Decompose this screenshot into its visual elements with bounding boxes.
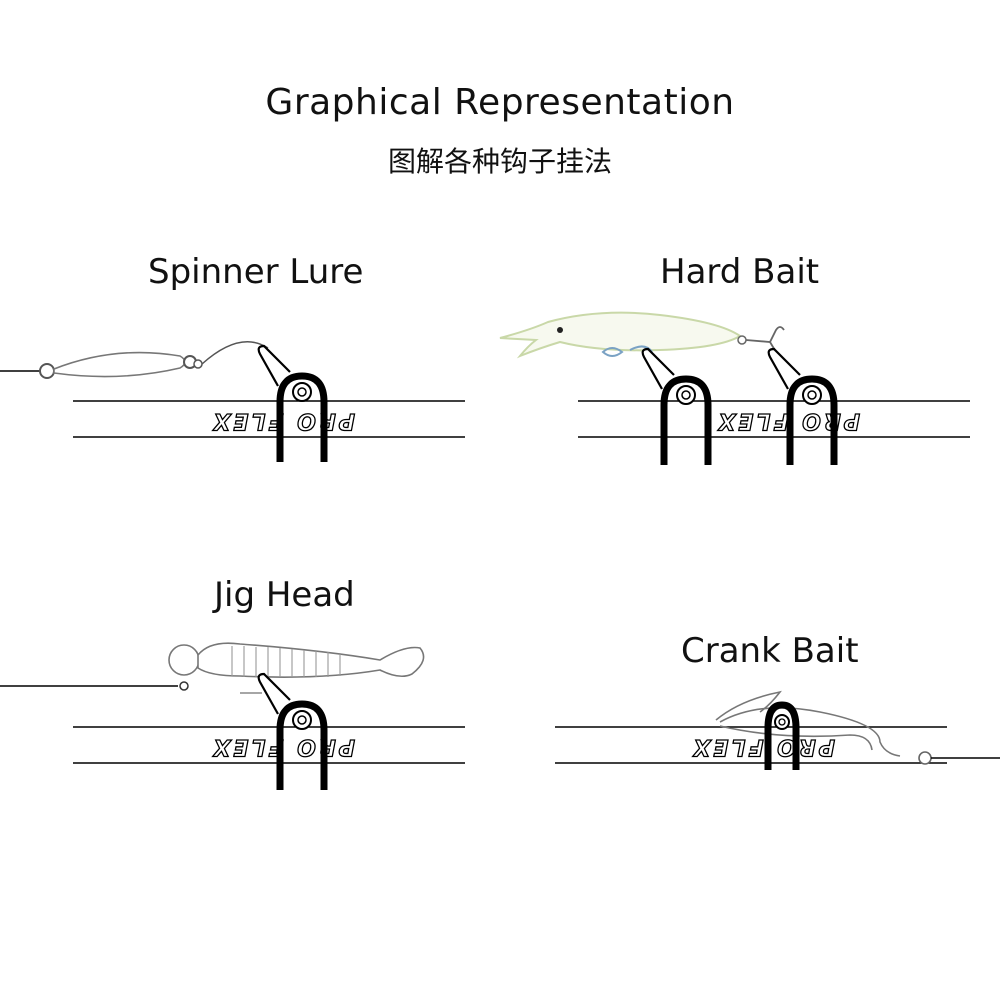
spinner-hook-keeper-icon xyxy=(259,346,324,462)
crank-bait-panel: PRO FLEX xyxy=(555,690,1000,770)
spinner-lure-panel: PRO FLEX xyxy=(0,341,465,462)
hard-bait-label: Hard Bait xyxy=(660,252,820,292)
diagram-subtitle: 图解各种钩子挂法 xyxy=(387,145,612,178)
hard-bait-hook-keeper-icon-rear xyxy=(769,349,834,465)
spinner-rod-section: PRO FLEX xyxy=(73,400,465,438)
jig-hook-keeper-icon xyxy=(259,674,324,790)
crank-bait-label: Crank Bait xyxy=(681,631,859,671)
spinner-lure-label: Spinner Lure xyxy=(148,252,364,292)
hard-bait-hook-keeper-icon-front xyxy=(643,349,708,465)
crank-bait-lure-icon xyxy=(715,690,1000,765)
hard-bait-lure-icon xyxy=(499,311,785,359)
jig-head-label: Jig Head xyxy=(214,575,355,615)
crank-brand-text: PRO FLEX xyxy=(691,734,835,759)
jig-head-lure-icon xyxy=(0,642,425,694)
spinner-lure-icon xyxy=(0,341,269,379)
hard-bait-panel: PRO FLEX xyxy=(499,311,970,465)
crank-rod-section: PRO FLEX xyxy=(555,726,947,764)
hard-bait-rod-section: PRO FLEX xyxy=(578,400,970,438)
crank-hook-keeper-icon xyxy=(764,701,800,770)
jig-head-panel: PRO FLEX xyxy=(0,642,465,790)
diagram-title: Graphical Representation xyxy=(265,82,735,123)
jig-rod-section: PRO FLEX xyxy=(73,726,465,764)
